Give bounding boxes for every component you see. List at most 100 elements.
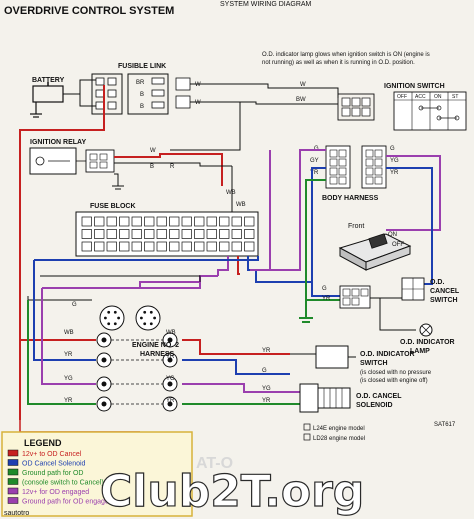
fuse-cell xyxy=(131,229,142,239)
watermark: sautotro AT-O Club2T.org xyxy=(4,455,365,518)
header-top-right: SYSTEM WIRING DIAGRAM xyxy=(220,1,312,8)
engine-note-l24e: L24E engine model xyxy=(313,426,365,432)
svg-text:YR: YR xyxy=(166,398,175,404)
harness-pin xyxy=(329,149,338,158)
svg-text:ON: ON xyxy=(434,94,442,100)
wire-red-main xyxy=(19,85,105,420)
legend-item: Ground path for OD xyxy=(22,470,83,477)
ignition-relay-label: IGNITION RELAY xyxy=(30,139,86,146)
fuse-cell xyxy=(144,216,155,227)
harness-pin xyxy=(329,158,338,167)
diagram-ref: SAT617 xyxy=(434,422,456,428)
svg-text:WB: WB xyxy=(166,330,176,336)
body-harness: BODY HARNESS xyxy=(322,145,387,202)
fuse-cell xyxy=(206,216,217,227)
fuse-cell xyxy=(156,216,167,227)
svg-text:G: G xyxy=(322,286,327,292)
fuse-cell xyxy=(94,216,105,227)
engine-harness-label-1: ENGINE NO. 2 xyxy=(132,342,179,349)
fuse-cell xyxy=(231,229,242,239)
plug-connector xyxy=(96,396,112,412)
plug-connector xyxy=(96,352,112,368)
legend-swatch xyxy=(7,497,19,504)
fuse-cell xyxy=(81,216,92,227)
wire-purple-loop xyxy=(269,149,326,271)
round-connector xyxy=(135,305,161,331)
svg-text:GY: GY xyxy=(310,158,319,164)
wire-red-relay xyxy=(114,153,223,186)
svg-text:W: W xyxy=(195,82,201,88)
fuse-cell xyxy=(106,241,117,252)
harness-pin xyxy=(329,167,338,176)
legend-item: (console switch to Cancel) xyxy=(22,480,104,487)
fuse-cells xyxy=(81,216,255,252)
svg-text:G: G xyxy=(262,368,267,374)
watermark-source: sautotro xyxy=(4,510,29,517)
svg-text:YG: YG xyxy=(390,158,399,164)
od-indicator-lamp-label-1: O.D. INDICATOR xyxy=(400,339,455,346)
fuse-cell xyxy=(81,229,92,239)
watermark-text: Club2T.org xyxy=(100,466,364,517)
watermark-partial: AT-O xyxy=(196,455,233,472)
svg-text:WB: WB xyxy=(226,190,236,196)
svg-text:YG: YG xyxy=(166,376,175,382)
svg-text:WB: WB xyxy=(64,330,74,336)
ignition-switch-label: IGNITION SWITCH xyxy=(384,83,445,90)
fuse-cell xyxy=(219,216,230,227)
fuse-cell xyxy=(181,216,192,227)
wire-blue-left xyxy=(33,260,96,361)
wire-red-fuse-out xyxy=(237,256,240,275)
od-indicator-switch-label-1: O.D. INDICATOR xyxy=(360,351,415,358)
fuse-cell xyxy=(119,241,130,252)
svg-text:YR: YR xyxy=(262,348,271,354)
round-connector xyxy=(99,305,125,331)
console-od-switch: Front ON OFF xyxy=(338,223,412,271)
svg-text:ST: ST xyxy=(452,94,458,100)
fuse-cell xyxy=(181,241,192,252)
svg-text:B: B xyxy=(140,92,144,98)
switch-note-2: (is closed with engine off) xyxy=(360,378,428,384)
diagram-title: OVERDRIVE CONTROL SYSTEM xyxy=(4,5,174,17)
od-cancel-solenoid-label-1: O.D. CANCEL xyxy=(356,393,402,400)
od-cancel-switch-label-1: O.D. xyxy=(430,279,444,286)
harness-pin xyxy=(374,149,383,158)
svg-text:YR: YR xyxy=(310,170,319,176)
legend-item: Ground path for OD engaged xyxy=(22,499,113,506)
plug-connector xyxy=(162,376,178,392)
svg-text:YR: YR xyxy=(390,170,399,176)
fuse-cell xyxy=(244,229,255,239)
fuse-cell xyxy=(194,241,205,252)
fuse-cell xyxy=(169,241,180,252)
harness-pin xyxy=(338,158,347,167)
engine-model-notes: L24E engine model LD28 engine model SAT6… xyxy=(303,422,456,442)
od-indicator-switch: O.D. INDICATOR SWITCH (is closed with no… xyxy=(290,345,432,384)
svg-text:YR: YR xyxy=(262,398,271,404)
svg-text:G: G xyxy=(390,146,395,152)
svg-text:ON: ON xyxy=(388,232,397,238)
harness-pin xyxy=(338,167,347,176)
od-cancel-solenoid-label-2: SOLENOID xyxy=(356,402,393,409)
fusible-link-label: FUSIBLE LINK xyxy=(118,63,166,70)
fuse-cell xyxy=(131,216,142,227)
harness-pin xyxy=(374,158,383,167)
harness-pin xyxy=(338,149,347,158)
wire-w-ign xyxy=(190,83,339,98)
legend-title: LEGEND xyxy=(24,438,62,448)
ignition-relay: IGNITION RELAY xyxy=(29,139,115,175)
wire-purple-left xyxy=(41,288,96,385)
indicator-note-line-1: O.D. indicator lamp glows when ignition … xyxy=(262,52,430,58)
wire-green-ground xyxy=(305,179,340,301)
svg-text:OFF: OFF xyxy=(397,94,407,100)
svg-text:OFF: OFF xyxy=(392,242,404,248)
fuse-cell xyxy=(94,241,105,252)
svg-text:W: W xyxy=(195,100,201,106)
fuse-cell xyxy=(119,216,130,227)
wire-battery-fusible xyxy=(63,79,96,95)
fuse-cell xyxy=(94,229,105,239)
svg-text:B: B xyxy=(150,164,154,170)
fuse-cell xyxy=(119,229,130,239)
legend-item: OD Cancel Solenoid xyxy=(22,461,86,468)
od-indicator-lamp-label-2: LAMP xyxy=(410,348,430,355)
